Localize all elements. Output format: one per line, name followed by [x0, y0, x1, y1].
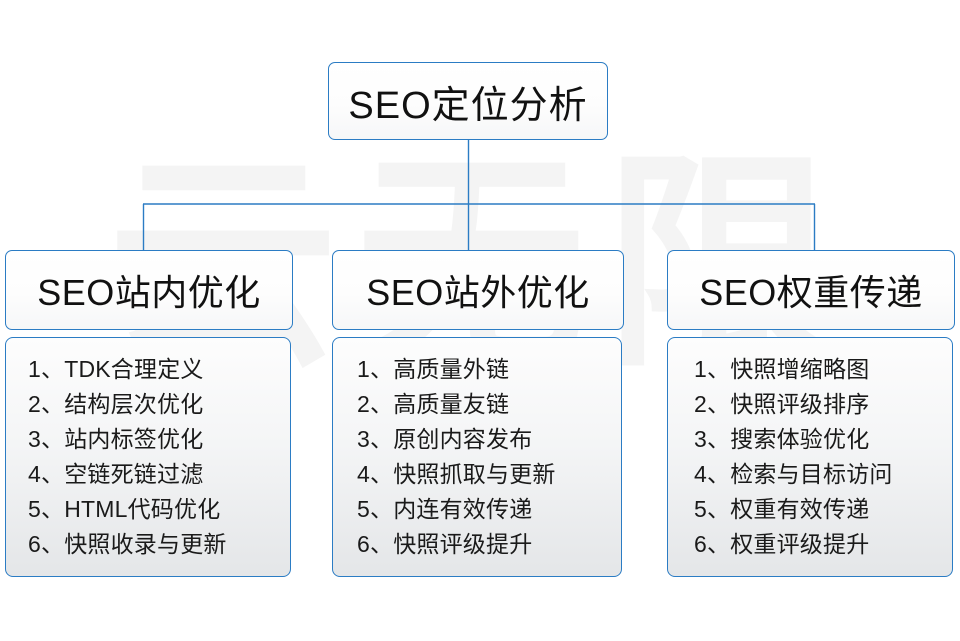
branch-column-weight-transfer: SEO权重传递 1、快照增缩略图 2、快照评级排序 3、搜索体验优化 4、检索与… [667, 250, 957, 577]
list-item: 4、检索与目标访问 [694, 461, 893, 487]
list-item: 3、站内标签优化 [28, 426, 204, 452]
list-item: 6、权重评级提升 [694, 531, 870, 557]
branch-title-label: SEO权重传递 [699, 272, 923, 313]
branch-item-panel-offsite: 1、高质量外链 2、高质量友链 3、原创内容发布 4、快照抓取与更新 5、内连有… [332, 337, 622, 577]
list-item: 6、快照评级提升 [357, 531, 533, 557]
list-item: 2、高质量友链 [357, 391, 510, 417]
branch-title-box-offsite[interactable]: SEO站外优化 [332, 250, 624, 330]
list-item: 3、搜索体验优化 [694, 426, 870, 452]
branch-title-label: SEO站外优化 [366, 272, 590, 313]
list-item: 5、HTML代码优化 [28, 496, 221, 522]
list-item: 1、高质量外链 [357, 356, 510, 382]
list-item: 5、内连有效传递 [357, 496, 533, 522]
list-item: 2、快照评级排序 [694, 391, 870, 417]
list-item: 3、原创内容发布 [357, 426, 533, 452]
root-node-label: SEO定位分析 [348, 84, 588, 127]
list-item: 4、快照抓取与更新 [357, 461, 556, 487]
branch-column-onsite: SEO站内优化 1、TDK合理定义 2、结构层次优化 3、站内标签优化 4、空链… [5, 250, 295, 577]
branch-title-label: SEO站内优化 [37, 272, 261, 313]
branch-title-box-weight-transfer[interactable]: SEO权重传递 [667, 250, 955, 330]
branch-title-box-onsite[interactable]: SEO站内优化 [5, 250, 293, 330]
root-node-seo-positioning-analysis[interactable]: SEO定位分析 [328, 62, 608, 140]
list-item: 1、快照增缩略图 [694, 356, 870, 382]
branch-item-panel-weight-transfer: 1、快照增缩略图 2、快照评级排序 3、搜索体验优化 4、检索与目标访问 5、权… [667, 337, 953, 577]
list-item: 4、空链死链过滤 [28, 461, 204, 487]
list-item: 5、权重有效传递 [694, 496, 870, 522]
list-item: 2、结构层次优化 [28, 391, 204, 417]
list-item: 6、快照收录与更新 [28, 531, 227, 557]
list-item: 1、TDK合理定义 [28, 356, 204, 382]
branch-item-panel-onsite: 1、TDK合理定义 2、结构层次优化 3、站内标签优化 4、空链死链过滤 5、H… [5, 337, 291, 577]
branch-column-offsite: SEO站外优化 1、高质量外链 2、高质量友链 3、原创内容发布 4、快照抓取与… [332, 250, 624, 577]
